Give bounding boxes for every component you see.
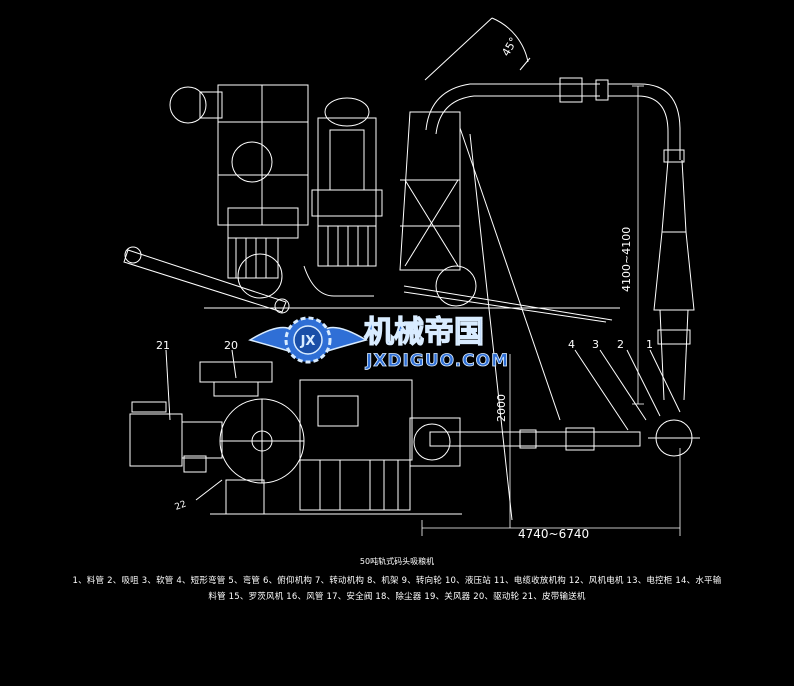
callout-4: 4: [568, 338, 575, 351]
watermark-name: 机械帝国: [364, 315, 484, 350]
caption-title: 50吨轨式码头吸粮机: [359, 557, 435, 566]
callout-21: 21: [156, 339, 170, 352]
callout-20: 20: [224, 339, 238, 352]
collector-wheel: [231, 141, 273, 183]
elbow-pipe-top: [425, 83, 600, 131]
upper-bend-pipe: [608, 83, 681, 160]
caption-legend-line-2: 料管 15、罗茨风机 16、风管 17、安全阀 18、除尘器 19、关风器 20…: [208, 592, 586, 602]
dim-height: 2000: [495, 394, 508, 422]
belt-conveyor-head: [129, 413, 183, 467]
callout-labels: 1 2 3 4 20 21 22: [156, 338, 653, 513]
watermark-badge: JX: [300, 334, 316, 349]
wheel-right: [435, 265, 477, 307]
dim-horizontal: 4740~6740: [518, 527, 589, 541]
callout-22: 22: [174, 500, 188, 513]
caption-legend-line-1: 1、料管 2、吸咀 3、软管 4、短形弯管 5、弯管 6、俯仰机构 7、转动机构…: [72, 576, 722, 586]
fan-housing-circle: [169, 86, 207, 124]
drive-wheel-left: [237, 253, 283, 299]
watermark-url: JXDIGUO.COM: [365, 351, 509, 371]
blower-housing: [299, 379, 413, 461]
horizontal-conveyor-pipe: [429, 431, 641, 447]
dim-vertical-pipe: 4100~4100: [620, 227, 633, 292]
angle-label: 45°: [499, 35, 520, 58]
motor-block: [227, 237, 279, 279]
machine-linework: [123, 17, 700, 521]
callout-2: 2: [617, 338, 624, 351]
callout-1: 1: [646, 338, 653, 351]
callout-3: 3: [592, 338, 599, 351]
belt-conveyor-arm: [123, 249, 287, 313]
central-column: [317, 117, 377, 267]
cyclone-cone: [653, 231, 695, 311]
dust-collector-body: [217, 84, 309, 226]
dimension-lines: [421, 85, 681, 536]
watermark-logo: JX 机械帝国 JXDIGUO.COM: [248, 314, 509, 371]
